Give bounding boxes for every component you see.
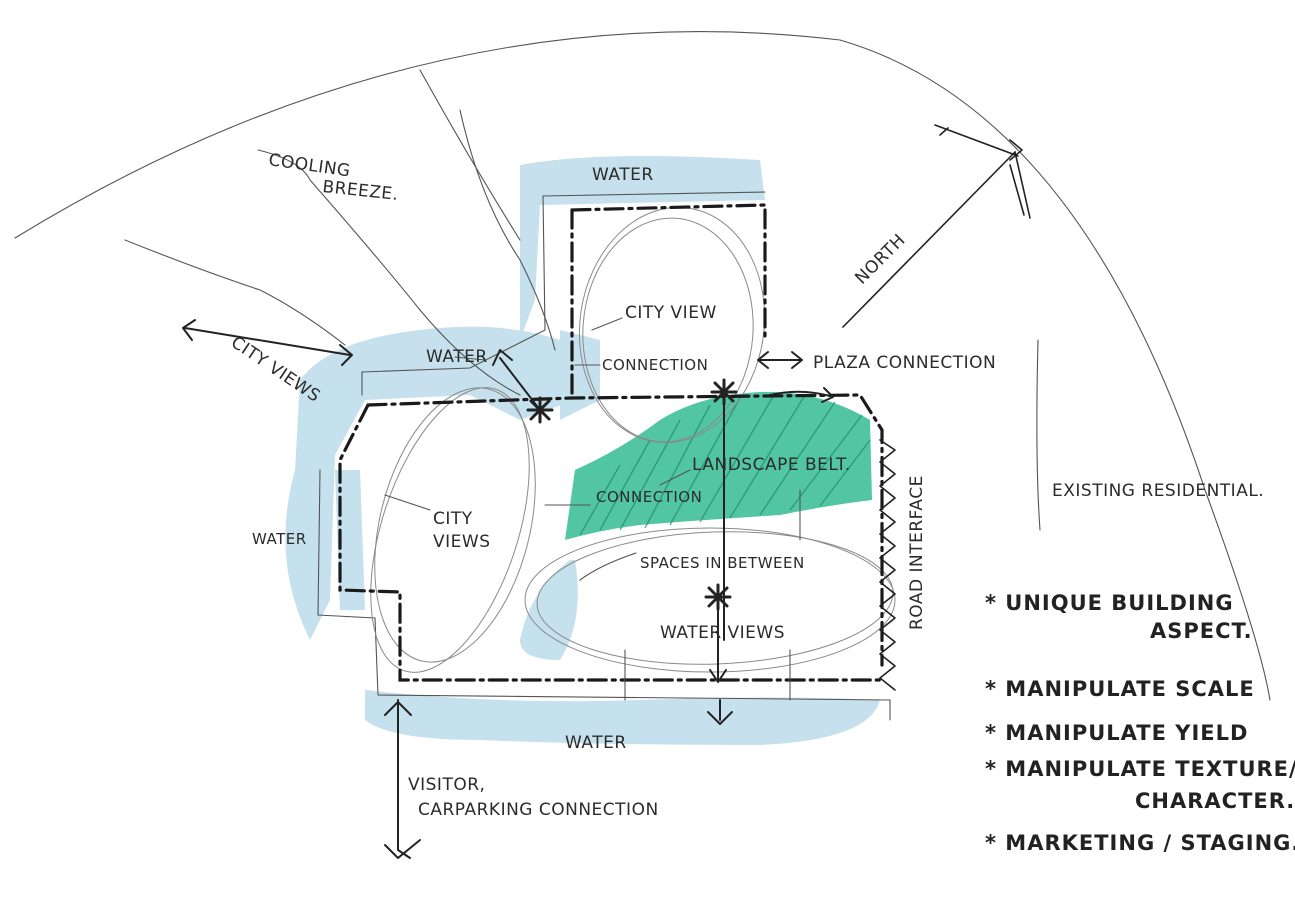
label-cooling: COOLING [267, 150, 351, 181]
label-water-views: WATER VIEWS [660, 623, 785, 643]
label-spaces-in-between: SPACES IN BETWEEN [640, 554, 805, 572]
note-unique-building: * UNIQUE BUILDING [985, 591, 1234, 615]
label-visitor: VISITOR, [408, 775, 485, 795]
leader-lines [124, 69, 1041, 701]
label-existing-residential: EXISTING RESIDENTIAL. [1052, 481, 1264, 501]
label-landscape-belt: LANDSCAPE BELT. [692, 455, 851, 475]
site-arc [14, 31, 1271, 701]
label-water-left-top: WATER [426, 347, 488, 367]
label-road-interface: ROAD INTERFACE [907, 475, 927, 630]
water-wash [285, 156, 880, 745]
note-manipulate-texture: * MANIPULATE TEXTURE/ [985, 757, 1295, 781]
label-carparking: CARPARKING CONNECTION [418, 800, 659, 820]
label-breeze: BREEZE. [321, 177, 399, 205]
label-water-left: WATER [252, 530, 307, 548]
label-connection-mid: CONNECTION [596, 488, 702, 506]
label-north: NORTH [851, 230, 909, 288]
site-outline [317, 191, 891, 721]
note-manipulate-yield: * MANIPULATE YIELD [985, 721, 1248, 745]
note-manipulate-scale: * MANIPULATE SCALE [985, 677, 1255, 701]
north-arrow [842, 124, 1031, 328]
note-aspect: ASPECT. [1150, 619, 1253, 643]
label-water-bottom: WATER [565, 733, 627, 753]
note-character: CHARACTER. [1135, 789, 1295, 813]
landscape-hatch [579, 392, 871, 536]
label-views-mid: VIEWS [433, 532, 490, 552]
label-city-view-top: CITY VIEW [625, 303, 717, 323]
label-plaza-connection: PLAZA CONNECTION [813, 353, 996, 373]
note-marketing-staging: * MARKETING / STAGING. [985, 831, 1295, 855]
label-water-top: WATER [592, 165, 654, 185]
label-connection: CONNECTION [602, 356, 708, 374]
label-city-mid: CITY [433, 509, 473, 529]
road-zigzag [879, 439, 896, 691]
arrows [182, 319, 834, 859]
